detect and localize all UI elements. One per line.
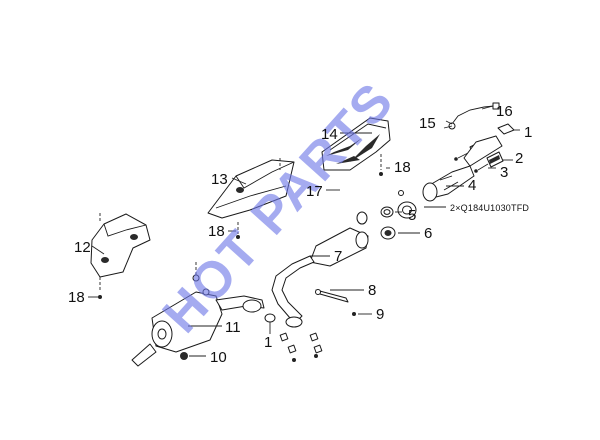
catalytic-converter-4 bbox=[422, 135, 503, 202]
callout-17: 17 bbox=[306, 183, 323, 200]
lower-clamp-bolts bbox=[279, 332, 323, 362]
gasket-1-top bbox=[497, 123, 515, 135]
heat-shield-13 bbox=[207, 158, 295, 239]
muffler-11 bbox=[131, 262, 276, 367]
nut-6 bbox=[380, 226, 396, 240]
callout-3: 3 bbox=[500, 164, 508, 181]
callout-5: 5 bbox=[408, 207, 416, 224]
callout-1-bottom: 1 bbox=[264, 334, 272, 351]
callout-18-middle: 18 bbox=[208, 223, 225, 240]
callout-6: 6 bbox=[424, 225, 432, 242]
callout-18-rear: 18 bbox=[68, 289, 85, 306]
callout-2: 2 bbox=[515, 150, 523, 167]
callout-15: 15 bbox=[419, 115, 436, 132]
bolt-9 bbox=[352, 312, 356, 316]
bolt-spec-note: 2×Q184U1030TFD bbox=[450, 203, 529, 213]
heat-shield-14 bbox=[321, 117, 391, 176]
callout-7: 7 bbox=[334, 248, 342, 265]
callout-16: 16 bbox=[496, 103, 513, 120]
mount-10 bbox=[180, 352, 188, 360]
callout-8: 8 bbox=[368, 282, 376, 299]
gasket-5 bbox=[380, 190, 417, 219]
callout-9: 9 bbox=[376, 306, 384, 323]
bracket-8 bbox=[315, 289, 349, 303]
callout-18-front: 18 bbox=[394, 159, 411, 176]
intermediate-pipe-7 bbox=[271, 211, 369, 328]
leader-lines bbox=[88, 105, 520, 357]
heat-shield-12 bbox=[90, 213, 151, 299]
callout-4: 4 bbox=[468, 177, 476, 194]
callout-14: 14 bbox=[321, 126, 338, 143]
callout-1-top: 1 bbox=[524, 124, 532, 141]
callout-13: 13 bbox=[211, 171, 228, 188]
callout-11: 11 bbox=[225, 319, 241, 336]
callout-labels: 16 15 1 14 2 18 3 13 4 17 2×Q184U1030TFD… bbox=[68, 103, 532, 366]
callout-12: 12 bbox=[74, 239, 91, 256]
callout-10: 10 bbox=[210, 349, 227, 366]
